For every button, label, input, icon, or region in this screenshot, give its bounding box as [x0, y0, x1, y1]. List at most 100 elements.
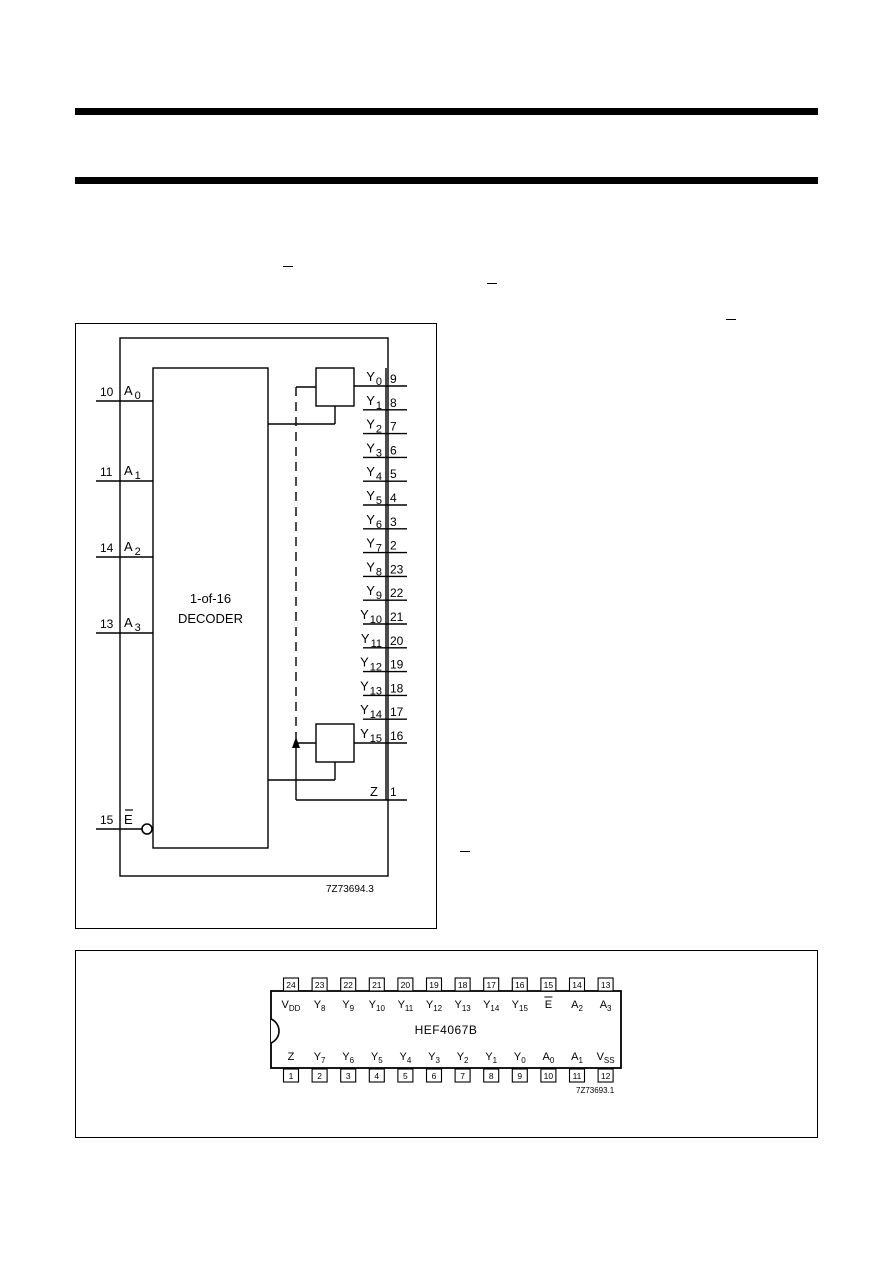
- output-label-y6: Y6: [366, 512, 382, 531]
- pin-label-11: A1: [571, 1051, 583, 1065]
- pin-box-19: [425, 977, 443, 992]
- overbar-mark: [460, 851, 470, 852]
- output-label-y10: Y10: [360, 607, 382, 626]
- pin-number-24: 24: [286, 980, 296, 990]
- pin-box-5: [397, 1068, 414, 1083]
- pin-box-22: [340, 977, 357, 992]
- enable-inverter-bubble: [141, 823, 153, 835]
- output-label-y12: Y12: [360, 655, 382, 674]
- output-pin-6: 6: [390, 443, 397, 457]
- overbar-mark: [726, 319, 736, 320]
- pin-box-17: [483, 977, 500, 992]
- pin-box-6: [425, 1068, 443, 1083]
- pin-number-11: 11: [573, 1071, 582, 1081]
- output-label-y15: Y15: [360, 726, 382, 745]
- pin-box-8: [483, 1068, 500, 1083]
- output-label-y3: Y3: [366, 440, 382, 459]
- pin-number-14: 14: [572, 980, 582, 990]
- overbar-mark: [487, 283, 497, 284]
- output-label-y4: Y4: [366, 464, 382, 483]
- pin-label-23: Y8: [314, 999, 326, 1013]
- pin-label-10: A0: [543, 1051, 555, 1065]
- pinning-figure-code: 7Z73693.1: [576, 1086, 615, 1095]
- pin-number-17: 17: [486, 980, 496, 990]
- pin-box-16: [511, 977, 528, 992]
- pin-number-4: 4: [374, 1071, 379, 1081]
- pin-label-20: Y11: [398, 999, 414, 1013]
- output-label-y9: Y9: [366, 583, 382, 602]
- output-pin-7: 7: [390, 420, 397, 434]
- output-pin-9: 9: [390, 372, 397, 386]
- pin-box-23: [311, 977, 328, 992]
- address-pin-14: 14: [100, 541, 114, 555]
- output-label-y5: Y5: [366, 488, 382, 507]
- pin-number-21: 21: [372, 980, 382, 990]
- output-pin-20: 20: [390, 634, 404, 648]
- pin1-notch: [270, 1018, 280, 1044]
- output-label-y1: Y1: [366, 393, 382, 412]
- overbar-mark: [283, 266, 293, 267]
- output-pin-22: 22: [390, 586, 404, 600]
- pin-label-22: Y9: [342, 999, 354, 1013]
- pin-number-3: 3: [346, 1071, 351, 1081]
- pin-number-18: 18: [458, 980, 468, 990]
- pin-number-7: 7: [460, 1071, 465, 1081]
- pin-box-14: [568, 977, 586, 992]
- pin-label-7: Y2: [457, 1051, 469, 1065]
- z-label: Z: [370, 784, 378, 799]
- output-label-y0: Y0: [366, 369, 382, 388]
- output-pin-5: 5: [390, 467, 397, 481]
- address-pin-11: 11: [100, 465, 113, 479]
- output-pin-21: 21: [390, 610, 404, 624]
- output-pin-18: 18: [390, 681, 404, 695]
- pin-label-6: Y3: [428, 1051, 440, 1065]
- output-label-y2: Y2: [366, 417, 382, 436]
- pin-box-11: [568, 1068, 586, 1083]
- pin-label-4: Y5: [371, 1051, 383, 1065]
- output-label-y13: Y13: [360, 678, 382, 697]
- header-rule-bottom: [75, 177, 818, 184]
- pin-number-5: 5: [403, 1071, 408, 1081]
- output-pin-8: 8: [390, 396, 397, 410]
- pin-number-9: 9: [517, 1071, 522, 1081]
- pin-label-8: Y1: [485, 1051, 497, 1065]
- pin-label-16: Y15: [512, 999, 529, 1013]
- pin-label-24: VDD: [282, 999, 301, 1013]
- header-rule-top: [75, 108, 818, 115]
- pin-label-1: Z: [288, 1051, 295, 1063]
- pin-number-6: 6: [432, 1071, 437, 1081]
- pin-box-15: [540, 977, 557, 992]
- pin-number-15: 15: [544, 980, 554, 990]
- pin-label-13: A3: [600, 999, 612, 1013]
- enable-label: E: [124, 812, 133, 827]
- enable-pin: 15: [100, 813, 114, 827]
- output-label-y14: Y14: [360, 702, 382, 721]
- pin-number-16: 16: [515, 980, 525, 990]
- pin-number-13: 13: [601, 980, 611, 990]
- output-label-y8: Y8: [366, 559, 382, 578]
- pin-label-12: VSS: [597, 1051, 615, 1065]
- output-pin-19: 19: [390, 658, 404, 672]
- pin-number-23: 23: [315, 980, 325, 990]
- pin-label-15: E: [545, 999, 552, 1011]
- pin-label-5: Y4: [400, 1051, 412, 1065]
- pin-label-14: A2: [571, 999, 583, 1013]
- pin-box-9: [511, 1068, 528, 1083]
- decoder-block: [152, 367, 269, 849]
- pin-label-2: Y7: [314, 1051, 326, 1065]
- pin-number-22: 22: [343, 980, 353, 990]
- pin-box-2: [311, 1068, 328, 1083]
- pin-number-20: 20: [401, 980, 411, 990]
- pin-number-2: 2: [317, 1071, 322, 1081]
- pin-label-19: Y12: [426, 999, 443, 1013]
- decoder-label-line1: 1-of-16: [190, 591, 231, 606]
- pin-number-12: 12: [601, 1071, 611, 1081]
- pin-box-21: [368, 977, 385, 992]
- z-bus-arrow: [292, 737, 300, 748]
- output-pin-17: 17: [390, 705, 404, 719]
- output-label-y7: Y7: [366, 536, 382, 555]
